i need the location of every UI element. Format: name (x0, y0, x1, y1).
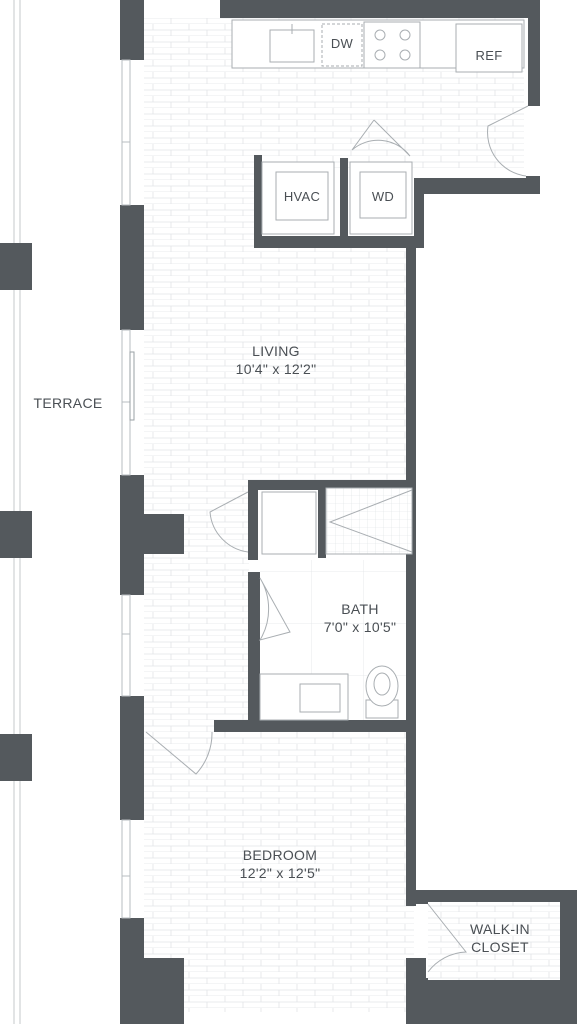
closet-door (427, 903, 468, 973)
dw-label: DW (330, 36, 354, 51)
living-name: LIVING (252, 343, 300, 359)
ref-label: REF (475, 48, 503, 63)
refrigerator (455, 23, 523, 73)
bedroom-dims: 12'2" x 12'5" (239, 865, 321, 881)
bath-name: BATH (341, 601, 379, 617)
bath-dims: 7'0" x 10'5" (323, 619, 397, 635)
bath-label: BATH 7'0" x 10'5" (300, 600, 420, 636)
closets (261, 161, 413, 555)
bedroom-door (145, 731, 213, 775)
kitchen (231, 19, 525, 73)
wd-door (351, 119, 411, 157)
shower (325, 487, 413, 555)
terrace-label: TERRACE (33, 395, 103, 411)
terrace-column (0, 734, 32, 781)
wd-label: WD (371, 189, 395, 204)
terrace-column (0, 243, 32, 290)
bedroom-label: BEDROOM 12'2" x 12'5" (220, 846, 340, 882)
bath-fixtures (259, 487, 413, 721)
sink (269, 29, 315, 63)
living-label: LIVING 10'4" x 12'2" (216, 342, 336, 378)
bath-door (258, 577, 291, 641)
living-dims: 10'4" x 12'2" (235, 361, 317, 377)
bedroom-name: BEDROOM (242, 847, 318, 863)
cooktop (363, 21, 421, 69)
walkin-closet-label: WALK-IN CLOSET (462, 920, 538, 956)
windows (121, 59, 135, 919)
walls (120, 0, 577, 1024)
hvac-label: HVAC (283, 189, 321, 204)
doors (145, 105, 529, 973)
dishwasher (321, 23, 363, 67)
walkin-line2: CLOSET (471, 939, 529, 955)
walkin-line1: WALK-IN (470, 921, 530, 937)
linen-closet (261, 491, 317, 555)
terrace-column (0, 511, 32, 558)
entry-door (487, 105, 529, 177)
floor-finish (144, 18, 560, 1012)
linen-door (209, 491, 249, 553)
terrace (0, 0, 120, 1024)
